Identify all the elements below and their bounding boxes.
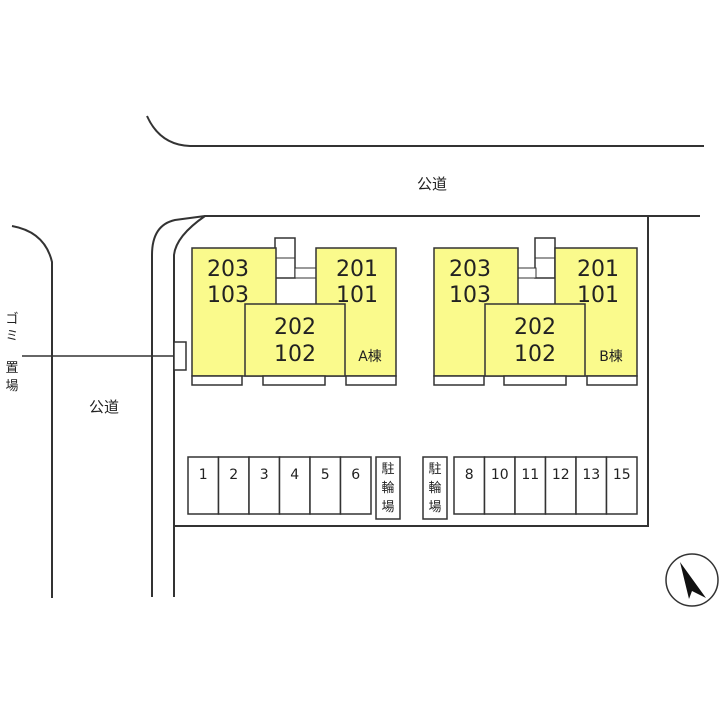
bike-char-l2: 輪	[381, 480, 394, 496]
bike-parking-right: 駐 輪 場	[422, 456, 448, 520]
building-b-name: B棟	[599, 349, 623, 365]
road-label-top: 公道	[417, 175, 447, 193]
unit-a-103: 103	[207, 283, 249, 308]
pr-slot-13	[575, 456, 608, 515]
unit-a-203: 203	[207, 257, 249, 282]
pl-slot-label: 6	[351, 467, 360, 483]
parking-right: 8 10 11 12 13 15	[453, 456, 638, 515]
pr-slot-15	[605, 456, 638, 515]
pr-slot-12	[544, 456, 577, 515]
pl-slot-2	[217, 456, 250, 515]
building-b: 203 103 201 101 202 102 B棟	[433, 237, 638, 386]
pl-slot-3	[248, 456, 281, 515]
pl-slot-label: 1	[199, 467, 208, 483]
bike-char-l3: 場	[381, 500, 394, 515]
garbage-station	[22, 341, 187, 371]
bike-parking-left: 駐 輪 場	[375, 456, 401, 520]
unit-b-102: 102	[514, 342, 556, 367]
pl-slot-label: 2	[229, 467, 238, 483]
pl-slot-5	[309, 456, 342, 515]
unit-a-102: 102	[274, 342, 316, 367]
pl-slot-4	[278, 456, 311, 515]
unit-b-203: 203	[449, 257, 491, 282]
pl-slot-label: 5	[321, 467, 330, 483]
pl-slot-label: 4	[290, 467, 299, 483]
pr-slot-label: 8	[465, 467, 474, 483]
pr-slot-8	[453, 456, 486, 515]
unit-a-201: 201	[336, 257, 378, 282]
bike-char-l1: 駐	[381, 462, 394, 477]
north-arrow-icon	[665, 553, 719, 607]
pr-slot-10	[483, 456, 516, 515]
bike-char-r3: 場	[428, 500, 441, 515]
pr-slot-label: 15	[613, 467, 631, 483]
unit-b-103: 103	[449, 283, 491, 308]
unit-b-101: 101	[577, 283, 619, 308]
unit-b-201: 201	[577, 257, 619, 282]
pr-slot-label: 11	[521, 467, 539, 483]
road-label-left: 公道	[89, 398, 119, 416]
garbage-char-3: 置	[5, 361, 18, 376]
pr-slot-label: 13	[582, 467, 600, 483]
bike-char-r2: 輪	[428, 480, 441, 496]
pr-slot-label: 10	[491, 467, 509, 483]
garbage-char-1: ゴ	[5, 311, 18, 327]
unit-b-202: 202	[514, 315, 556, 340]
garbage-char-4: 場	[5, 379, 18, 394]
parking-left: 1 2 3 4 5 6	[187, 456, 372, 515]
road-lines	[11, 115, 704, 598]
garbage-label: ゴ ミ 置 場	[5, 311, 18, 394]
pl-slot-1	[187, 456, 220, 515]
building-a: 203 103 201 101 202 102 A棟	[191, 237, 397, 386]
garbage-char-2: ミ	[5, 329, 18, 344]
unit-a-202: 202	[274, 315, 316, 340]
unit-a-101: 101	[336, 283, 378, 308]
pl-slot-label: 3	[260, 467, 269, 483]
pl-slot-6	[339, 456, 372, 515]
bike-char-r1: 駐	[428, 462, 441, 477]
pr-slot-11	[514, 456, 547, 515]
building-a-name: A棟	[358, 349, 382, 365]
pr-slot-label: 12	[552, 467, 570, 483]
